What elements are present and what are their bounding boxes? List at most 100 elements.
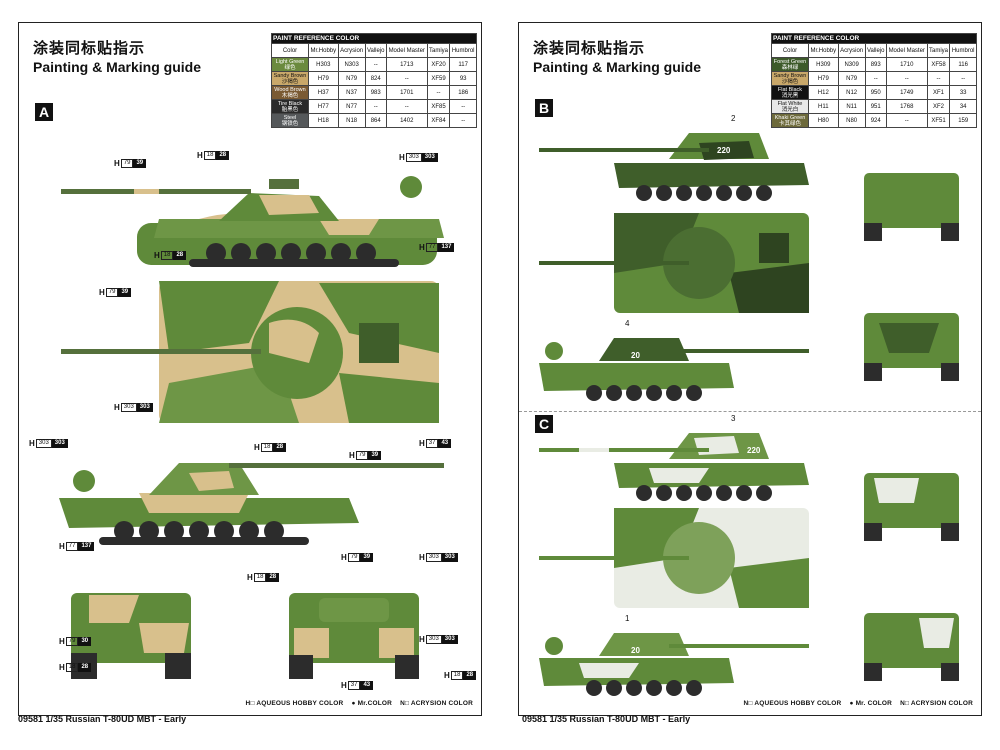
painting-sheet-left: 涂装同标贴指示 Painting & Marking guide PAINT R…: [18, 22, 482, 716]
paint-code-mr: 28: [463, 671, 477, 680]
paint-prefix: H: [419, 635, 425, 644]
table-cell: 924: [864, 113, 887, 128]
paint-code-mr: 39: [133, 159, 147, 168]
callout-number: 3: [731, 414, 736, 423]
paint-code-mr: 39: [360, 553, 374, 562]
table-cell: --: [364, 99, 387, 114]
table-cell: 983: [364, 85, 387, 100]
color-name-zh: 胎黑色: [281, 106, 299, 113]
tank-b-top-view: [539, 213, 809, 313]
paint-reference-table: PAINT REFERENCE COLOR Color Mr.Hobby Acr…: [271, 33, 477, 128]
paint-code-hobby: 79: [105, 288, 119, 297]
footer-product-title: 09581 1/35 Russian T-80UD MBT - Early: [18, 714, 187, 724]
callout-number: 4: [625, 319, 630, 328]
paint-code-mr: 30: [78, 637, 92, 646]
paint-code-hobby: 18: [253, 573, 267, 582]
paint-code-mr: 303: [441, 553, 458, 562]
title-en: Painting & Marking guide: [33, 59, 202, 75]
color-name: Sandy Brown: [273, 72, 307, 79]
table-cell: H18: [307, 113, 339, 128]
tank-b-side-view-2: 20 4: [539, 319, 809, 401]
paint-prefix: H: [399, 153, 405, 162]
paint-code-hobby: 18: [260, 443, 274, 452]
color-name-zh: 沙褐色: [281, 78, 299, 85]
paint-code-hobby: 18: [160, 251, 174, 260]
paint-prefix: H: [419, 439, 425, 448]
paint-code-hobby: 303: [425, 635, 442, 644]
paint-code-mr: 39: [118, 288, 132, 297]
tank-side-view-2: [59, 463, 444, 545]
tank-c-front-rear-views: [864, 473, 959, 681]
paint-prefix: H: [29, 439, 35, 448]
paint-prefix: H: [444, 671, 450, 680]
legend-aqueous: H□ AQUEOUS HOBBY COLOR: [245, 700, 344, 707]
callout-number: 1: [625, 614, 630, 623]
paint-prefix: H: [99, 288, 105, 297]
paint-code-mr: 303: [421, 153, 438, 162]
tank-b-front-rear-views: [864, 173, 959, 381]
section-badge-b: B: [535, 99, 553, 117]
paint-code-hobby: 79: [65, 637, 79, 646]
paint-code-hobby: 303: [405, 153, 422, 162]
tank-b-side-view: 220 2: [539, 114, 809, 201]
color-name-zh: 卡其绿色: [778, 120, 801, 127]
paint-prefix: H: [419, 553, 425, 562]
color-name: Steel: [283, 114, 297, 121]
color-name: Khaki Green: [774, 114, 806, 121]
paint-prefix: H: [341, 553, 347, 562]
paint-code-mr: 43: [438, 439, 452, 448]
paint-prefix: H: [197, 151, 203, 160]
paint-prefix: H: [247, 573, 253, 582]
paint-code-mr: 28: [273, 443, 287, 452]
paint-prefix: H: [114, 159, 120, 168]
paint-code-hobby: 79: [355, 451, 369, 460]
color-legend: H□ AQUEOUS HOBBY COLOR ● Mr.COLOR N□ ACR…: [240, 700, 473, 707]
paint-code-mr: 28: [266, 573, 280, 582]
table-cell: 951: [864, 99, 887, 114]
color-name: Light Green: [275, 58, 305, 65]
table-cell: --: [449, 113, 477, 128]
paint-code-hobby: 79: [120, 159, 134, 168]
table-cell: XF84: [426, 113, 451, 128]
paint-code-mr: 303: [441, 635, 458, 644]
paint-code-hobby: 18: [450, 671, 464, 680]
paint-code-mr: 39: [368, 451, 382, 460]
paint-code-mr: 137: [438, 243, 455, 252]
paint-code-mr: 28: [78, 663, 92, 672]
table-cell: 159: [949, 113, 977, 128]
section-badge-a: A: [35, 103, 53, 121]
turret-number: 220: [747, 446, 761, 455]
section-divider: [519, 411, 981, 412]
tank-c-side-view: 220 3: [539, 414, 809, 501]
tank-top-view: [61, 281, 439, 423]
paint-code-hobby: 303: [425, 553, 442, 562]
color-legend: N□ AQUEOUS HOBBY COLOR ● Mr. COLOR N□ AC…: [738, 700, 973, 707]
turret-number: 20: [631, 646, 640, 655]
legend-acrysion: N□ ACRYSION COLOR: [900, 700, 973, 707]
color-name: Wood Brown: [274, 86, 306, 93]
paint-prefix: H: [254, 443, 260, 452]
color-name: Flat Black: [777, 86, 803, 93]
table-cell: XF51: [926, 113, 951, 128]
title-en: Painting & Marking guide: [533, 59, 702, 75]
tank-front-view: [71, 593, 191, 679]
